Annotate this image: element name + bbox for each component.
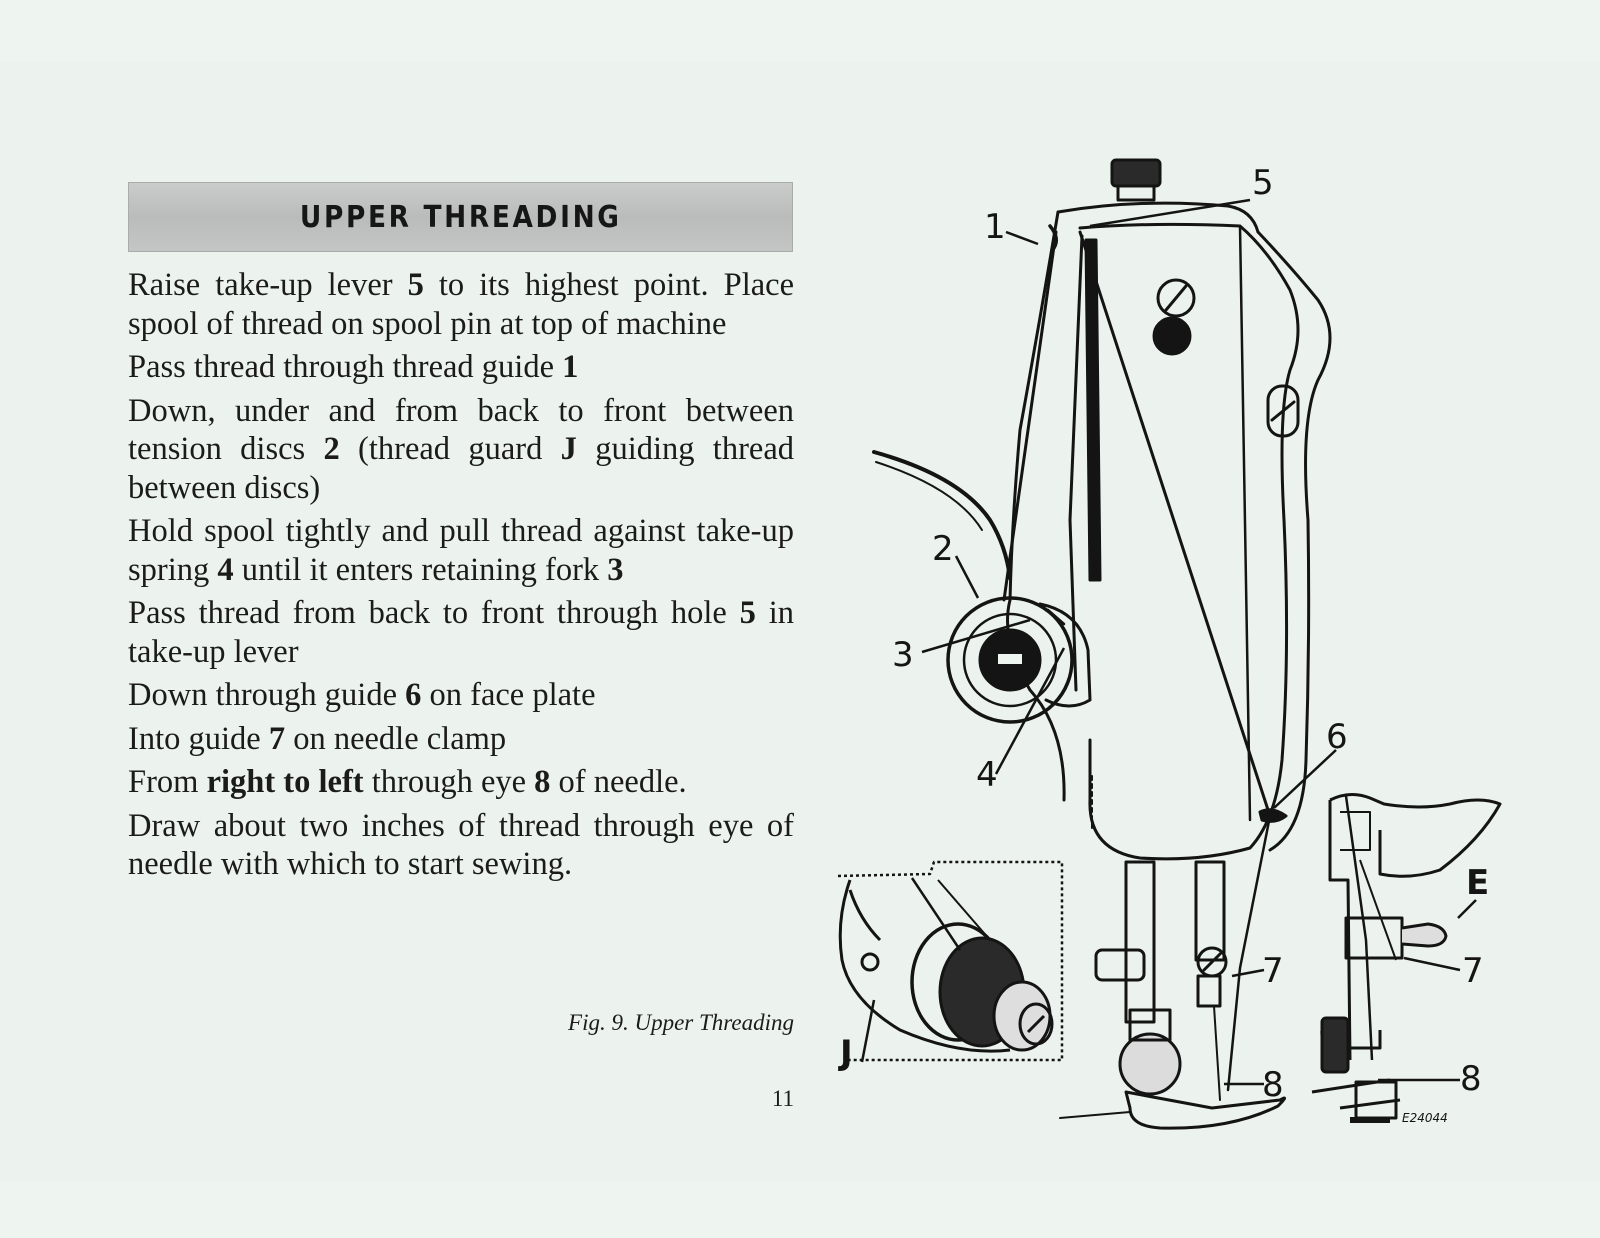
section-title: UPPER THREADING xyxy=(299,199,622,235)
needle-clamp xyxy=(1196,974,1222,1008)
take-up-lever xyxy=(1068,234,1084,692)
figure-code: E24044 xyxy=(1402,1111,1448,1125)
instruction-step: Into guide 7 on needle clamp xyxy=(128,720,507,757)
side-thumb-screw xyxy=(1320,1016,1350,1074)
callout-2: 2 xyxy=(932,529,954,569)
instruction-step: Pass thread through thread guide 1 xyxy=(128,349,579,385)
callout-4: 4 xyxy=(976,755,998,795)
figure-caption: Fig. 9. Upper Threading xyxy=(568,1010,794,1035)
tension-bracket xyxy=(1038,602,1092,708)
callout-5: 5 xyxy=(1252,163,1274,203)
face-plate-seam xyxy=(1238,224,1252,822)
instruction-step: Hold spool tightly and pull thread again… xyxy=(128,513,794,588)
presser-thumb-screw xyxy=(1118,1032,1182,1096)
callout-6: 6 xyxy=(1326,717,1348,757)
needle xyxy=(1213,1005,1221,1101)
instruction-step: From right to left through eye 8 of need… xyxy=(128,764,687,800)
callout-J: J xyxy=(838,1033,853,1073)
thread-guide-6 xyxy=(1258,808,1288,823)
presser-foot xyxy=(1124,1090,1286,1130)
callout-E: E xyxy=(1466,863,1489,903)
presser-bar xyxy=(1124,860,1156,1024)
head-top xyxy=(1056,201,1260,234)
presser-lifter-collar xyxy=(1094,948,1146,982)
page-number: 11 xyxy=(771,1086,794,1111)
needle-bar xyxy=(1194,860,1226,962)
side-view-needle-area xyxy=(1311,793,1502,1123)
instruction-step: Pass thread from back to front through h… xyxy=(128,595,794,670)
callout-8-front: 8 xyxy=(1262,1065,1284,1105)
screw-top xyxy=(1156,278,1196,318)
instruction-step: Down through guide 6 on face plate xyxy=(128,677,596,713)
balance-knob xyxy=(1110,158,1162,188)
thread-upper-left xyxy=(1002,230,1058,602)
thread-to-needle xyxy=(1226,814,1272,1092)
instruction-step: Raise take-up lever 5 to its highest poi… xyxy=(128,267,794,342)
inset-thread-guard xyxy=(837,860,1064,1062)
section-header: UPPER THREADING xyxy=(128,182,793,252)
callout-7-front: 7 xyxy=(1262,951,1284,991)
callout-7-side: 7 xyxy=(1462,951,1484,991)
instruction-list: Raise take-up lever 5 to its highest poi… xyxy=(128,266,794,889)
spool-pin-wire xyxy=(872,450,1012,580)
callout-3: 3 xyxy=(892,635,914,675)
callout-8-side: 8 xyxy=(1460,1059,1482,1099)
take-up-slot xyxy=(1084,238,1102,582)
instruction-step: Down, under and from back to front betwe… xyxy=(128,392,795,506)
tension-discs xyxy=(946,596,1074,724)
callout-1: 1 xyxy=(984,207,1006,247)
side-clamp-screw xyxy=(1401,922,1448,948)
instruction-step: Draw about two inches of thread through … xyxy=(128,807,794,883)
side-thread xyxy=(1344,795,1374,1061)
screw-dark xyxy=(1152,316,1192,356)
slot-screw xyxy=(1266,384,1300,438)
thread-diagonal xyxy=(1078,230,1272,818)
knob-shaft xyxy=(1116,184,1156,202)
body-right-contour xyxy=(1256,230,1332,852)
face-plate xyxy=(1078,222,1300,861)
